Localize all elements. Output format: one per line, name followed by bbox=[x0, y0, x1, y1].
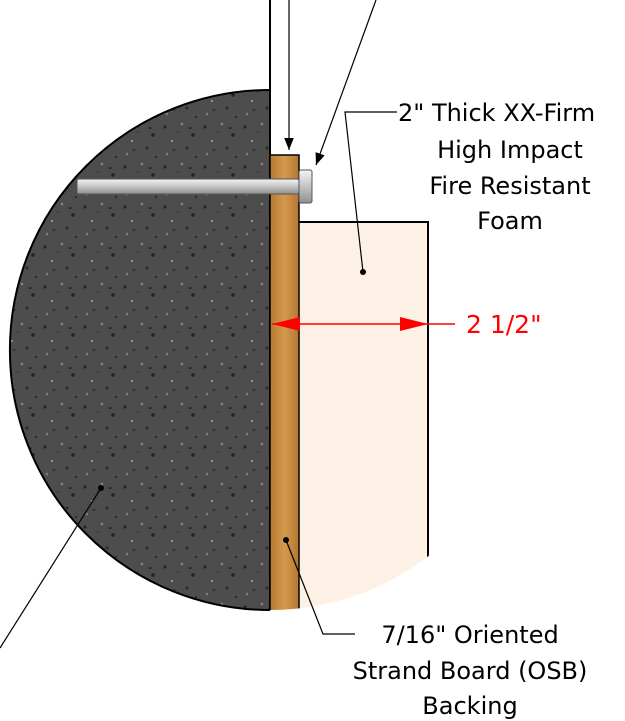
dimension-arrow-right bbox=[400, 317, 428, 331]
foam-label-line3: Fire Resistant bbox=[429, 172, 590, 200]
anchor-bolt bbox=[76, 178, 300, 195]
osb-backing bbox=[269, 154, 300, 610]
foam-leader bbox=[344, 111, 397, 273]
foam-label-line1: 2" Thick XX-Firm bbox=[398, 99, 595, 127]
osb-label-line2: Strand Board (OSB) bbox=[353, 657, 588, 685]
bolt-head bbox=[298, 169, 313, 204]
dimension-label: 2 1/2" bbox=[466, 310, 542, 339]
foam-label-line4: Foam bbox=[477, 207, 543, 235]
osb-label-line1: 7/16" Oriented bbox=[381, 621, 558, 649]
foam-label-line2: High Impact bbox=[437, 136, 583, 164]
osb-leader bbox=[285, 539, 355, 635]
concrete-wall bbox=[10, 90, 270, 610]
top-leader-bolt bbox=[315, 0, 377, 166]
foam-panel bbox=[297, 221, 429, 610]
osb-label-line3: Backing bbox=[422, 692, 517, 720]
dimension-arrow-left bbox=[272, 317, 300, 331]
concrete-outline bbox=[9, 89, 271, 611]
concrete-leader bbox=[0, 487, 102, 649]
